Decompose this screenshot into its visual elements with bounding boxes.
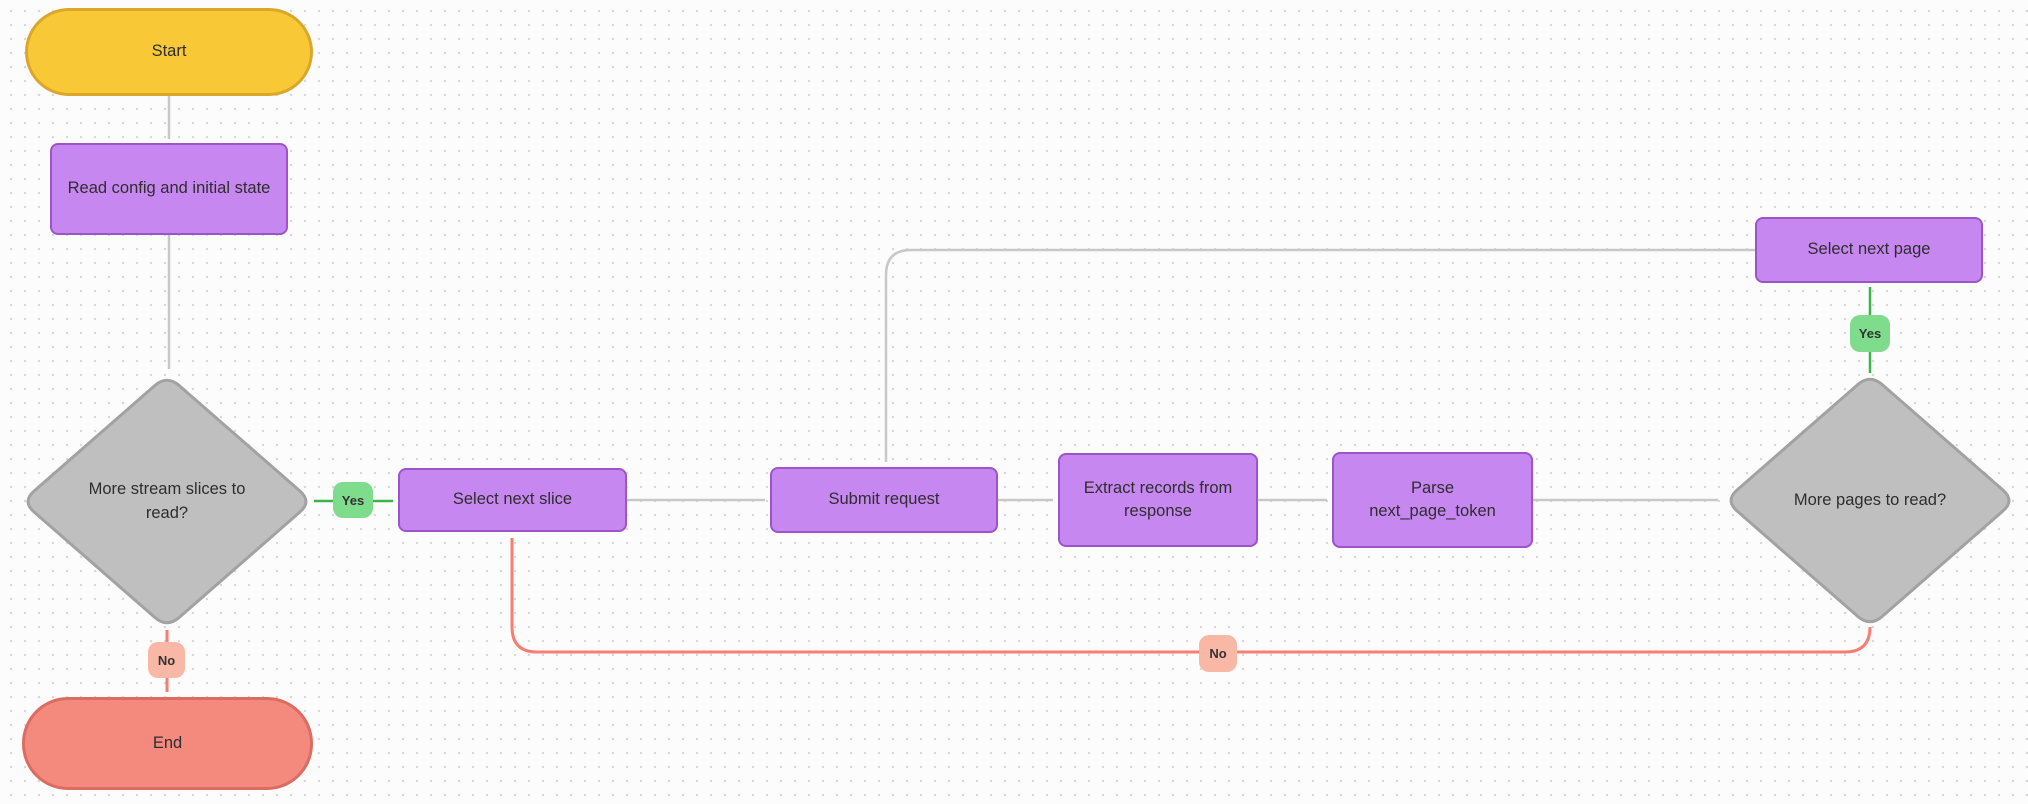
edge-label-no-slices[interactable]: No	[148, 642, 185, 678]
diamond-shape-icon	[1729, 377, 2011, 624]
node-select-next-page-label: Select next page	[1807, 240, 1931, 259]
node-select-next-page[interactable]: Select next page	[1755, 217, 1983, 283]
node-parse-token[interactable]: Parse next_page_token	[1332, 452, 1533, 548]
node-parse-token-label: Parse next_page_token	[1369, 478, 1496, 520]
node-more-pages-label: More pages to read?	[1793, 490, 1947, 509]
node-select-next-slice-label: Select next slice	[452, 490, 573, 509]
node-read-config[interactable]: Read config and initial state	[50, 143, 288, 235]
edge-label-no-pages[interactable]: No	[1199, 635, 1237, 672]
edge-label-yes-slices[interactable]: Yes	[333, 482, 373, 518]
node-more-stream-slices[interactable]: More stream slices to read?	[20, 373, 314, 630]
node-submit-request[interactable]: Submit request	[770, 467, 998, 533]
node-end-label: End	[152, 733, 183, 752]
edge-selectpage-to-submit-loop	[884, 248, 1755, 462]
diamond-shape-icon	[26, 378, 308, 625]
edge-label-yes-pages[interactable]: Yes	[1850, 315, 1890, 352]
node-submit-request-label: Submit request	[828, 490, 940, 509]
node-end[interactable]: End	[22, 697, 313, 790]
node-start-label: Start	[151, 42, 187, 61]
node-more-stream-slices-label: More stream slices to read?	[88, 480, 246, 522]
node-start[interactable]: Start	[25, 8, 313, 96]
node-extract-records[interactable]: Extract records from response	[1058, 453, 1258, 547]
node-more-pages[interactable]: More pages to read?	[1723, 372, 2017, 629]
node-read-config-label: Read config and initial state	[67, 179, 271, 198]
node-select-next-slice[interactable]: Select next slice	[398, 468, 627, 532]
node-extract-records-label: Extract records from response	[1083, 478, 1233, 520]
edge-morepages-no-to-selectslice-loop	[510, 538, 1872, 654]
